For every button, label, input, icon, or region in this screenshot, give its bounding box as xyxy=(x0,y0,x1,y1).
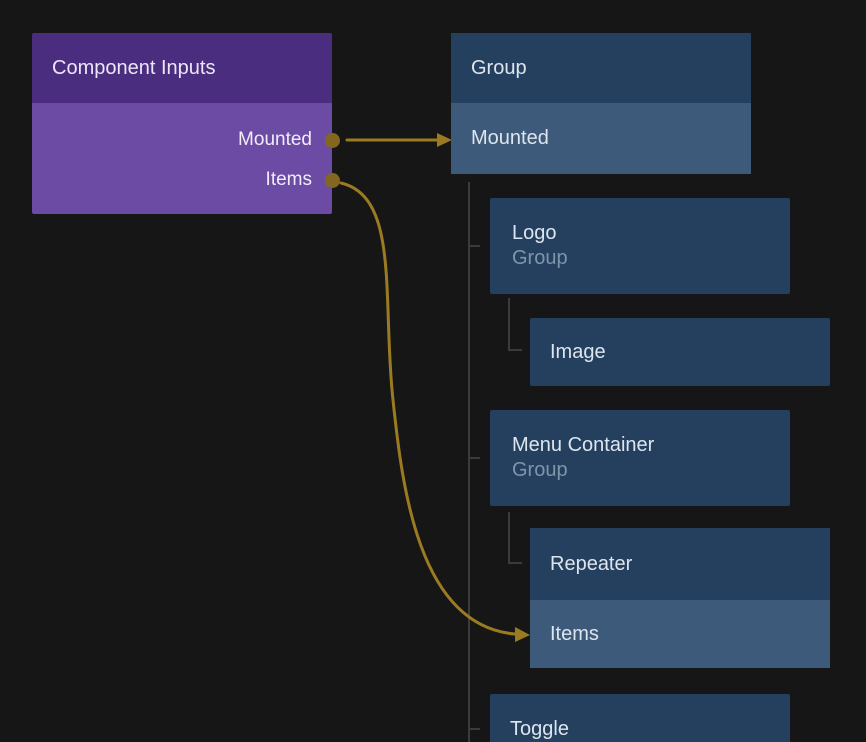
wire-items-arrowhead-icon xyxy=(515,627,530,642)
repeater-items-input-label: Items xyxy=(550,622,599,645)
output-row-mounted[interactable]: Mounted xyxy=(32,120,340,160)
component-inputs-node[interactable]: Component Inputs Mounted Items xyxy=(32,33,340,214)
group-node-title: Group xyxy=(471,56,527,79)
tree-tick-repeater xyxy=(508,562,522,564)
component-inputs-title: Component Inputs xyxy=(52,56,216,79)
menu-container-node-title: Menu Container xyxy=(512,434,655,456)
menu-container-node-subtitle: Group xyxy=(512,459,568,481)
tree-tick-logo xyxy=(468,245,480,247)
group-mounted-input-label: Mounted xyxy=(471,127,549,149)
logo-node-title: Logo xyxy=(512,222,557,244)
output-label-mounted: Mounted xyxy=(238,129,312,150)
output-label-items: Items xyxy=(265,169,312,190)
tree-tick-image xyxy=(508,349,522,351)
image-node-title: Image xyxy=(550,340,606,363)
output-row-items[interactable]: Items xyxy=(32,160,340,200)
wire-mounted-arrowhead-icon xyxy=(437,133,452,147)
group-node-header[interactable]: Group xyxy=(451,33,751,103)
toggle-node[interactable]: Toggle xyxy=(490,694,790,742)
tree-line-menu-child xyxy=(508,512,510,564)
logo-node[interactable]: Logo Group xyxy=(490,198,790,294)
group-mounted-input-row[interactable]: Mounted xyxy=(451,103,751,174)
output-port-items-icon[interactable] xyxy=(325,172,340,188)
output-port-mounted-icon[interactable] xyxy=(325,132,340,148)
tree-tick-menu-container xyxy=(468,457,480,459)
repeater-node-header[interactable]: Repeater xyxy=(530,528,830,600)
component-inputs-body: Mounted Items xyxy=(32,103,340,214)
repeater-node-title: Repeater xyxy=(550,552,633,575)
group-node[interactable]: Group Mounted xyxy=(451,33,751,174)
toggle-node-title: Toggle xyxy=(510,717,569,740)
tree-tick-toggle xyxy=(468,728,480,730)
tree-line-logo-child xyxy=(508,298,510,351)
wire-items[interactable] xyxy=(339,181,517,636)
repeater-items-input-row[interactable]: Items xyxy=(530,600,830,668)
tree-line-main xyxy=(468,182,470,742)
logo-node-subtitle: Group xyxy=(512,247,568,269)
repeater-node[interactable]: Repeater Items xyxy=(530,528,830,668)
image-node[interactable]: Image xyxy=(530,318,830,386)
component-inputs-header[interactable]: Component Inputs xyxy=(32,33,332,103)
menu-container-node[interactable]: Menu Container Group xyxy=(490,410,790,506)
